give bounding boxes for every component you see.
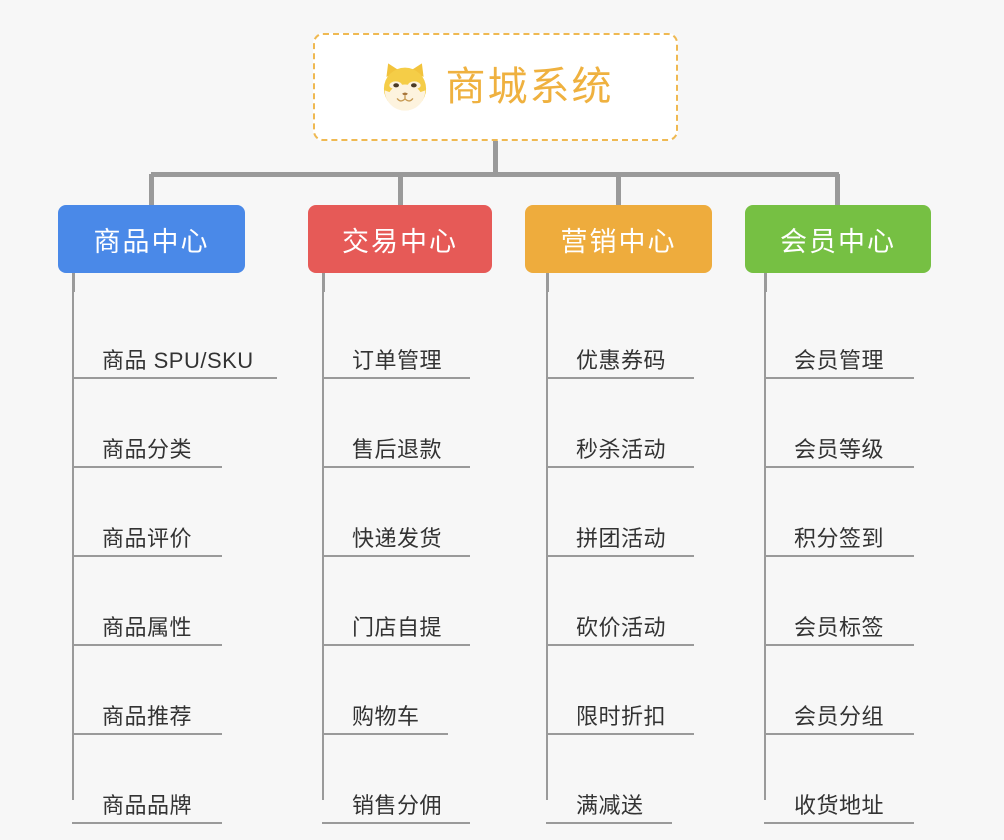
leaf-item-label: 限时折扣 xyxy=(576,703,667,729)
category-box-trade[interactable]: 交易中心 xyxy=(308,205,492,273)
leaf-item[interactable]: 砍价活动 xyxy=(546,557,694,646)
category-box-marketing[interactable]: 营销中心 xyxy=(525,205,712,273)
leaf-rule xyxy=(546,555,694,557)
leaf-item-label: 售后退款 xyxy=(352,436,443,462)
leaf-item[interactable]: 收货地址 xyxy=(764,735,914,824)
leaf-item[interactable]: 积分签到 xyxy=(764,468,914,557)
leaf-spine xyxy=(546,290,548,800)
leaf-spine xyxy=(72,290,74,800)
leaf-column-member: 会员管理 会员等级 积分签到 会员标签 会员分组 收货地址 xyxy=(764,290,914,824)
leaf-item[interactable]: 会员管理 xyxy=(764,290,914,379)
leaf-item-label: 积分签到 xyxy=(794,525,885,551)
leaf-rule xyxy=(546,466,694,468)
leaf-rule xyxy=(764,555,914,557)
leaf-item-label: 订单管理 xyxy=(352,347,443,373)
leaf-item-label: 商品推荐 xyxy=(102,703,193,729)
leaf-item-label: 购物车 xyxy=(352,703,420,729)
leaf-item-label: 门店自提 xyxy=(352,614,443,640)
leaf-item-label: 砍价活动 xyxy=(576,614,667,640)
leaf-rule xyxy=(322,733,448,735)
leaf-item-label: 会员管理 xyxy=(794,347,885,373)
leaf-item[interactable]: 商品品牌 xyxy=(72,735,254,824)
leaf-rule xyxy=(764,466,914,468)
leaf-rule xyxy=(546,733,694,735)
leaf-item[interactable]: 商品评价 xyxy=(72,468,254,557)
leaf-item[interactable]: 限时折扣 xyxy=(546,646,694,735)
leaf-item-label: 商品分类 xyxy=(102,436,193,462)
category-label: 会员中心 xyxy=(780,226,896,257)
leaf-item-label: 商品评价 xyxy=(102,525,193,551)
leaf-item[interactable]: 商品 SPU/SKU xyxy=(72,290,277,379)
leaf-rule xyxy=(764,822,914,824)
leaf-spine xyxy=(322,290,324,800)
leaf-rule xyxy=(72,644,222,646)
leaf-item-label: 会员标签 xyxy=(794,614,885,640)
leaf-rule xyxy=(72,822,222,824)
leaf-item-label: 收货地址 xyxy=(794,792,885,818)
leaf-item-label: 会员等级 xyxy=(794,436,885,462)
leaf-item[interactable]: 会员等级 xyxy=(764,379,914,468)
leaf-rule xyxy=(322,822,470,824)
category-label: 营销中心 xyxy=(560,226,677,257)
leaf-column-product: 商品 SPU/SKU 商品分类 商品评价 商品属性 商品推荐 商品品牌 xyxy=(72,290,277,824)
leaf-rule xyxy=(322,644,470,646)
leaf-rule xyxy=(72,377,277,379)
leaf-rule xyxy=(322,377,470,379)
leaf-item-label: 销售分佣 xyxy=(352,792,443,818)
leaf-spine xyxy=(764,290,766,800)
leaf-item[interactable]: 商品推荐 xyxy=(72,646,254,735)
leaf-item-label: 满减送 xyxy=(576,792,644,818)
leaf-rule xyxy=(764,644,914,646)
leaf-rule xyxy=(322,466,470,468)
leaf-item[interactable]: 拼团活动 xyxy=(546,468,694,557)
leaf-item[interactable]: 会员分组 xyxy=(764,646,914,735)
leaf-rule xyxy=(764,377,914,379)
leaf-item[interactable]: 门店自提 xyxy=(322,557,470,646)
leaf-item[interactable]: 售后退款 xyxy=(322,379,470,468)
leaf-item-label: 快递发货 xyxy=(352,525,443,551)
leaf-rule xyxy=(546,822,672,824)
leaf-item[interactable]: 销售分佣 xyxy=(322,735,470,824)
leaf-item-label: 优惠券码 xyxy=(576,347,667,373)
root-node[interactable]: 商城系统 xyxy=(313,33,678,141)
leaf-rule xyxy=(546,644,694,646)
leaf-item-label: 商品品牌 xyxy=(102,792,193,818)
category-box-member[interactable]: 会员中心 xyxy=(745,205,931,273)
leaf-item-label: 会员分组 xyxy=(794,703,885,729)
category-box-product[interactable]: 商品中心 xyxy=(58,205,245,273)
leaf-item[interactable]: 满减送 xyxy=(546,735,672,824)
leaf-item[interactable]: 快递发货 xyxy=(322,468,470,557)
leaf-rule xyxy=(72,555,222,557)
root-title: 商城系统 xyxy=(445,65,614,109)
leaf-item[interactable]: 秒杀活动 xyxy=(546,379,694,468)
leaf-column-marketing: 优惠券码 秒杀活动 拼团活动 砍价活动 限时折扣 满减送 xyxy=(546,290,694,824)
leaf-rule xyxy=(322,555,470,557)
category-label: 交易中心 xyxy=(342,226,458,257)
shiba-dog-face-icon xyxy=(383,63,426,111)
leaf-rule xyxy=(72,733,222,735)
category-label: 商品中心 xyxy=(93,226,210,257)
leaf-column-trade: 订单管理 售后退款 快递发货 门店自提 购物车 销售分佣 xyxy=(322,290,470,824)
leaf-item-label: 秒杀活动 xyxy=(576,436,667,462)
leaf-item[interactable]: 商品属性 xyxy=(72,557,254,646)
leaf-rule xyxy=(764,733,914,735)
leaf-item[interactable]: 优惠券码 xyxy=(546,290,694,379)
leaf-item-label: 拼团活动 xyxy=(576,525,667,551)
leaf-item[interactable]: 会员标签 xyxy=(764,557,914,646)
leaf-item-label: 商品 SPU/SKU xyxy=(102,347,254,373)
leaf-item[interactable]: 订单管理 xyxy=(322,290,470,379)
leaf-rule xyxy=(546,377,694,379)
leaf-item-label: 商品属性 xyxy=(102,614,193,640)
leaf-rule xyxy=(72,466,222,468)
leaf-item[interactable]: 商品分类 xyxy=(72,379,254,468)
leaf-item[interactable]: 购物车 xyxy=(322,646,448,735)
